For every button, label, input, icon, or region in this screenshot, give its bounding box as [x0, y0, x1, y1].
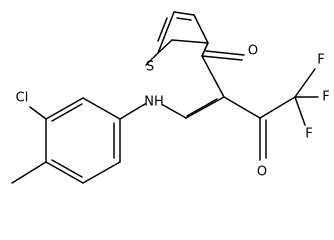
bond [162, 104, 187, 119]
bond [11, 161, 47, 184]
amine-atom-label: NH [144, 95, 164, 110]
bond [176, 17, 192, 21]
bond [201, 55, 225, 98]
oxygen-atom-label-upper: O [248, 44, 258, 59]
bond [157, 39, 173, 54]
bond [294, 68, 316, 98]
bond [51, 103, 83, 122]
chemical-structure-diagram: S O O F F F Cl NH [11, 11, 330, 184]
bond [29, 106, 47, 120]
bond [223, 96, 261, 119]
fluorine-atom-label: F [322, 90, 329, 105]
bond [145, 52, 159, 66]
bond [51, 159, 83, 178]
fluorine-atom-label: F [305, 127, 312, 142]
bond [259, 96, 296, 119]
fluorine-atom-label: F [317, 53, 324, 68]
bond [157, 11, 175, 54]
atom-labels: S O O F F F Cl NH [16, 44, 330, 180]
bond [157, 17, 168, 42]
bond [45, 161, 84, 184]
sulfur-atom-label: S [146, 60, 154, 75]
bond [82, 97, 121, 120]
bond [82, 161, 121, 184]
bond [294, 96, 306, 126]
bond [205, 50, 245, 56]
bond [185, 96, 225, 119]
thiophene-ring [145, 11, 209, 66]
chlorine-atom-label: Cl [16, 91, 29, 106]
bond [193, 14, 209, 44]
aryl-ring [11, 97, 121, 184]
bond [173, 11, 195, 16]
dione-chain [201, 50, 319, 161]
bond [119, 103, 146, 120]
oxygen-atom-label-lower: O [257, 165, 267, 180]
bond [201, 42, 209, 57]
bond [45, 97, 84, 120]
enamine-linkage [119, 96, 225, 120]
bond [171, 39, 209, 44]
bond [201, 55, 243, 61]
bond [186, 98, 218, 117]
